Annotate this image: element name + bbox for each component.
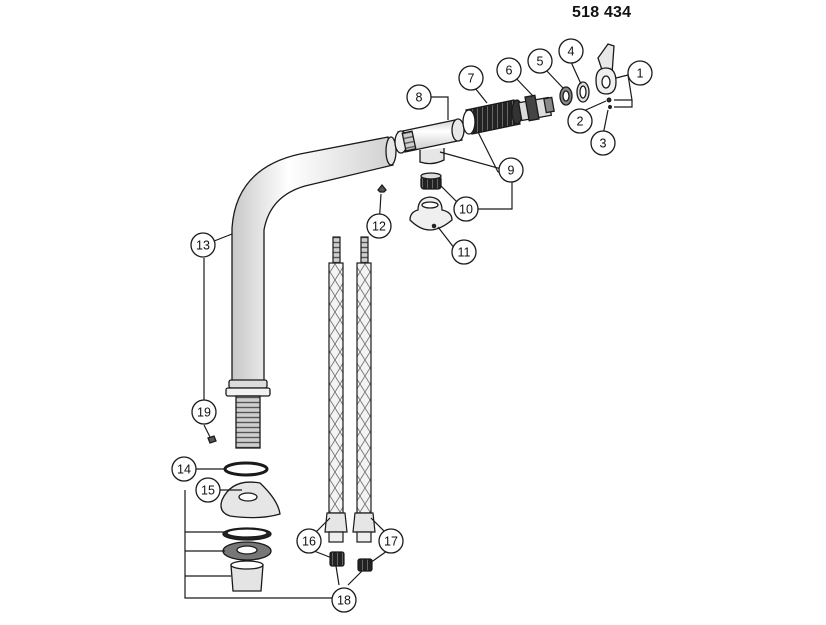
callout-13: 13 — [190, 232, 216, 258]
callouts: 1 2 3 4 5 6 7 8 9 10 11 12 13 14 15 16 1… — [171, 38, 653, 613]
callout-3: 3 — [590, 130, 616, 156]
callout-9: 9 — [498, 157, 524, 183]
svg-text:11: 11 — [458, 246, 471, 260]
svg-text:8: 8 — [416, 91, 423, 105]
callout-15: 15 — [195, 477, 221, 503]
svg-text:6: 6 — [506, 64, 513, 78]
callout-2: 2 — [567, 108, 593, 134]
mounting-kit — [207, 435, 281, 592]
callout-17: 17 — [378, 528, 404, 554]
svg-text:12: 12 — [372, 220, 386, 234]
svg-text:18: 18 — [337, 594, 351, 608]
svg-text:13: 13 — [196, 239, 210, 253]
svg-text:1: 1 — [637, 67, 644, 81]
mixer-assembly — [394, 43, 617, 165]
spout-body — [225, 136, 397, 449]
flexible-hoses — [324, 236, 376, 572]
callout-6: 6 — [496, 57, 522, 83]
svg-text:2: 2 — [577, 115, 584, 129]
callout-12: 12 — [366, 213, 392, 239]
svg-text:17: 17 — [384, 535, 398, 549]
svg-text:10: 10 — [459, 203, 473, 217]
callout-10: 10 — [453, 196, 479, 222]
callout-19: 19 — [191, 399, 217, 425]
callout-7: 7 — [458, 65, 484, 91]
svg-text:7: 7 — [468, 72, 475, 86]
svg-text:15: 15 — [201, 484, 215, 498]
svg-text:16: 16 — [302, 535, 316, 549]
callout-11: 11 — [451, 239, 477, 265]
callout-14: 14 — [171, 456, 197, 482]
part-number-label: 518 434 — [572, 4, 632, 21]
svg-text:5: 5 — [537, 55, 544, 69]
svg-text:3: 3 — [600, 137, 607, 151]
callout-16: 16 — [296, 528, 322, 554]
callout-1: 1 — [627, 60, 653, 86]
small-fittings — [377, 172, 453, 231]
svg-text:9: 9 — [508, 164, 515, 178]
callout-4: 4 — [558, 38, 584, 64]
svg-text:19: 19 — [197, 406, 211, 420]
callout-5: 5 — [527, 48, 553, 74]
svg-text:4: 4 — [568, 45, 575, 59]
callout-18: 18 — [331, 587, 357, 613]
svg-text:14: 14 — [177, 463, 191, 477]
callout-8: 8 — [406, 84, 432, 110]
